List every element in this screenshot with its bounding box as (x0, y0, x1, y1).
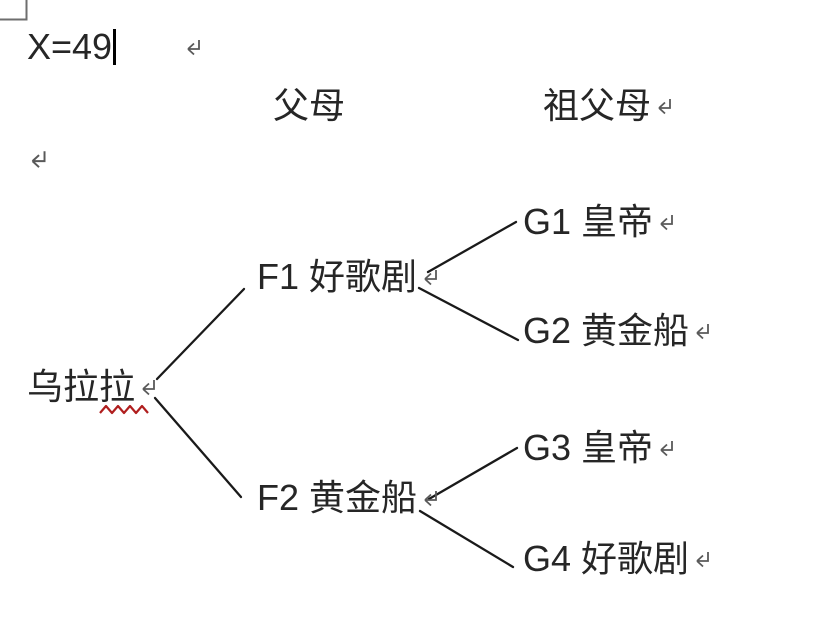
paragraph-mark-icon (142, 379, 155, 395)
paragraph-mark-icon (424, 490, 437, 506)
paragraph-mark-icon (696, 323, 709, 339)
branch-line-root-to-f1 (155, 287, 246, 381)
column-header-grandparents-label: 祖父母 (543, 85, 652, 126)
tree-node-root-label: 乌拉拉 (27, 366, 136, 407)
text-boundary-corner-icon (0, 0, 28, 21)
paragraph-mark-icon (660, 214, 673, 230)
branch-line-f2-to-g4 (418, 509, 515, 569)
tree-node-f2-label: F2 黄金船 (257, 477, 418, 518)
paragraph-mark-icon (658, 98, 671, 114)
tree-node-g3-label: G3 皇帝 (523, 427, 654, 468)
branch-line-f2-to-g3 (427, 446, 519, 501)
tree-node-f2[interactable]: F2 黄金船 (257, 478, 441, 518)
tree-node-g4[interactable]: G4 好歌剧 (523, 539, 713, 579)
column-header-grandparents[interactable]: 祖父母 (543, 86, 675, 126)
paragraph-mark-icon (31, 151, 46, 168)
text-cursor (113, 29, 117, 65)
tree-node-g3[interactable]: G3 皇帝 (523, 428, 677, 468)
paragraph-mark-icon (187, 40, 200, 56)
paragraph-mark-icon (424, 269, 437, 285)
equation-text[interactable]: X=49 (27, 26, 113, 67)
tree-node-g4-label: G4 好歌剧 (523, 538, 690, 579)
equation-text-line[interactable]: X=49 (27, 26, 117, 67)
tree-node-root[interactable]: 乌拉拉 (27, 367, 159, 407)
column-header-parents-label: 父母 (273, 85, 346, 126)
branch-line-f1-to-g1 (426, 220, 518, 274)
paragraph-mark-icon (660, 440, 673, 456)
tree-node-g2-label: G2 黄金船 (523, 310, 690, 351)
paragraph-mark-icon (696, 551, 709, 567)
tree-node-g1-label: G1 皇帝 (523, 201, 654, 242)
tree-node-f1[interactable]: F1 好歌剧 (257, 257, 441, 297)
column-header-parents[interactable]: 父母 (273, 86, 345, 126)
tree-node-f1-label: F1 好歌剧 (257, 256, 418, 297)
tree-node-g1[interactable]: G1 皇帝 (523, 202, 677, 242)
tree-node-g2[interactable]: G2 黄金船 (523, 311, 713, 351)
branch-line-root-to-f2 (153, 396, 243, 499)
spellcheck-squiggle-underline (99, 404, 149, 415)
